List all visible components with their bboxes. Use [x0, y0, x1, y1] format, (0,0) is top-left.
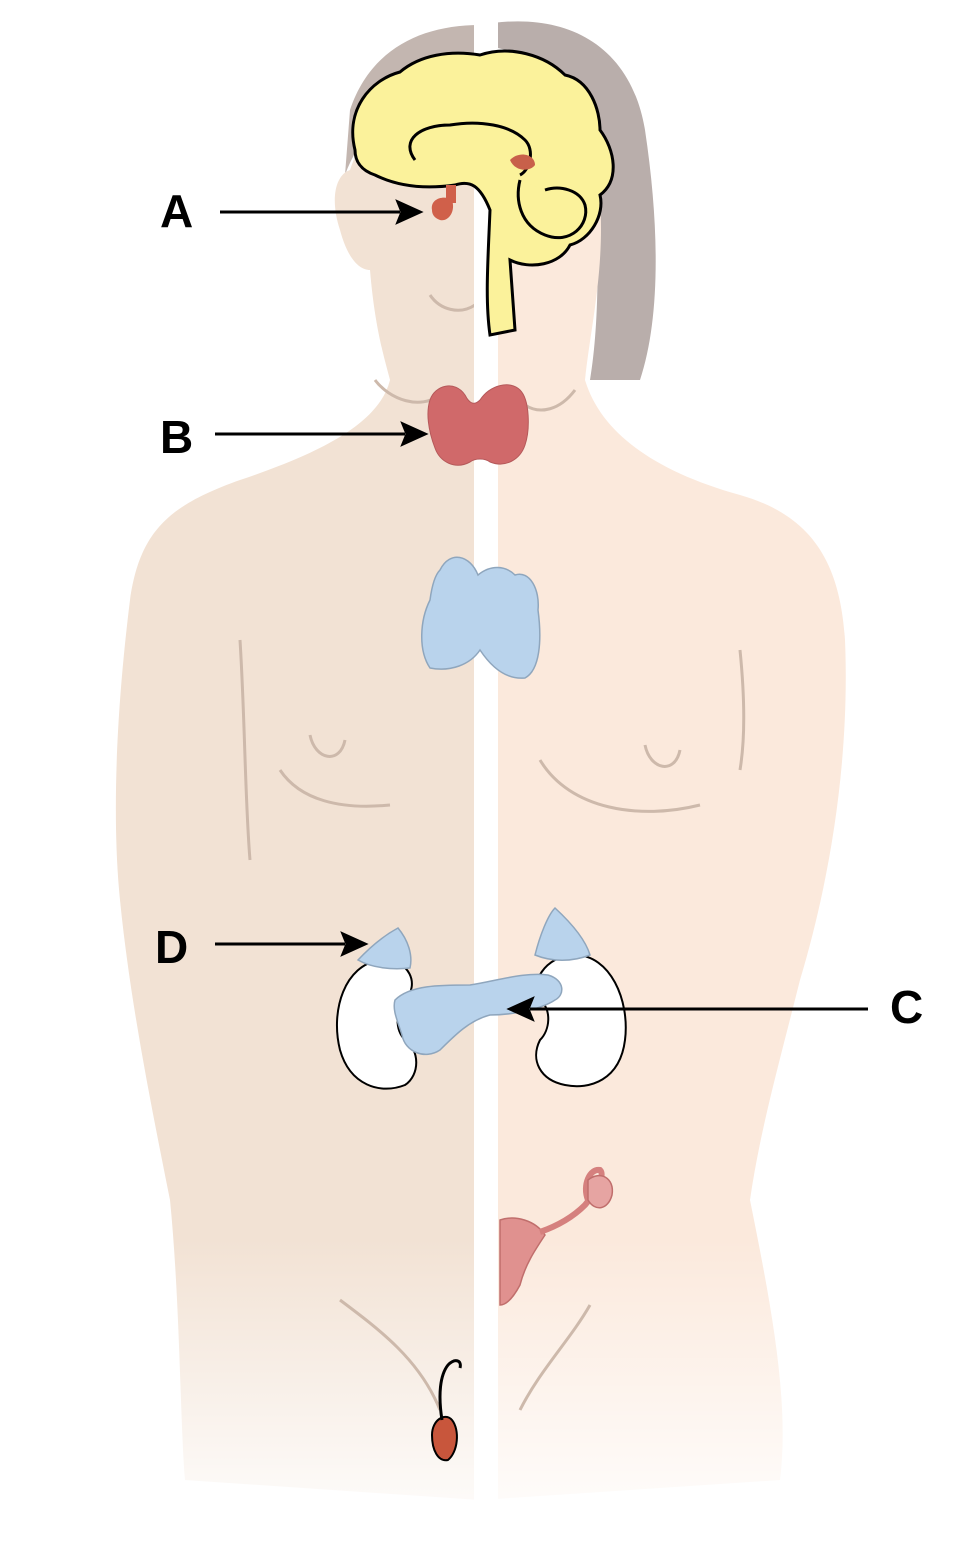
- ovary: [587, 1174, 614, 1209]
- thyroid-gland: [427, 384, 529, 466]
- adrenal-gland-left: [356, 927, 412, 970]
- uterus: [499, 1217, 546, 1306]
- thymus-gland: [421, 556, 541, 679]
- label-c: C: [890, 981, 924, 1033]
- testis: [430, 1415, 458, 1462]
- label-b: B: [160, 411, 194, 463]
- adrenal-gland-right: [534, 906, 591, 961]
- label-a: A: [160, 185, 194, 237]
- body-outlines: [238, 294, 746, 1411]
- label-d: D: [155, 921, 189, 973]
- pointer-arrows: [215, 199, 868, 1022]
- pituitary-gland: [431, 197, 454, 221]
